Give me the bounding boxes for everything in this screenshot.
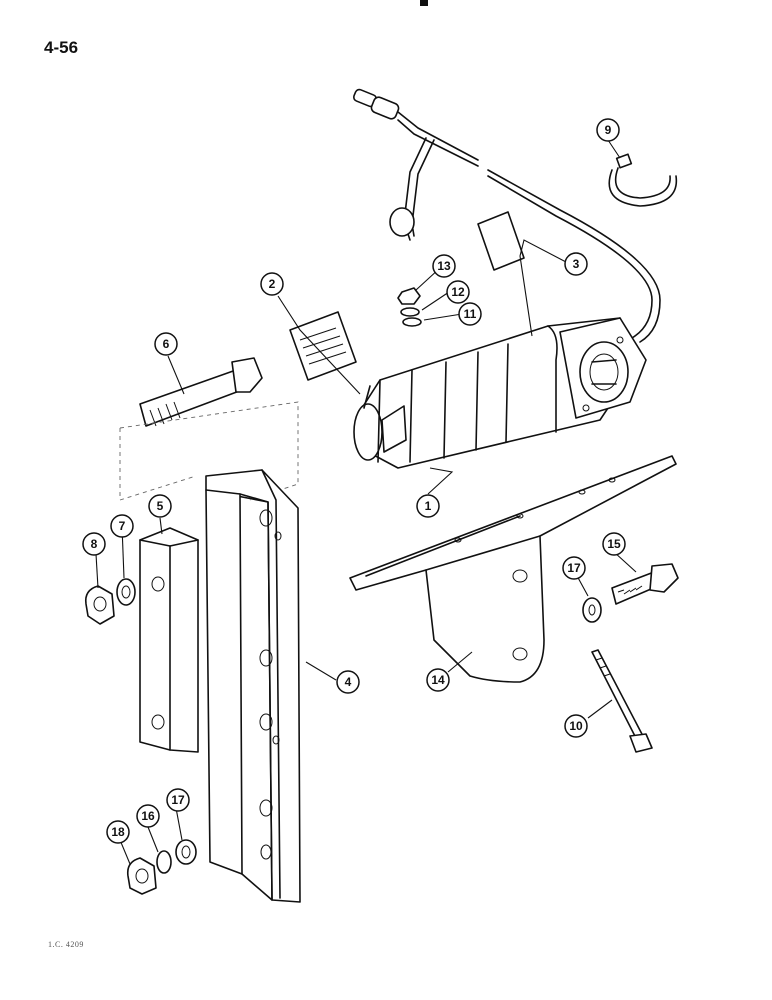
callout-17-right: 17 <box>562 556 586 580</box>
channel-bracket <box>205 469 301 903</box>
callout-10: 10 <box>564 714 588 738</box>
spacer-block <box>139 527 199 753</box>
svg-text:2: 2 <box>269 277 276 291</box>
callout-2: 2 <box>260 272 284 296</box>
svg-text:13: 13 <box>437 259 451 273</box>
callout-7: 7 <box>110 514 134 538</box>
callout-8: 8 <box>82 532 106 556</box>
svg-text:7: 7 <box>119 519 126 533</box>
drawing-reference: 1.C. 4209 <box>48 940 84 949</box>
svg-text:18: 18 <box>111 825 125 839</box>
svg-text:16: 16 <box>141 809 155 823</box>
control-module <box>353 317 647 469</box>
callout-18: 18 <box>106 820 130 844</box>
washer-12 <box>400 307 420 317</box>
cable-connector <box>352 88 661 343</box>
decal-3 <box>477 211 525 271</box>
svg-text:17: 17 <box>171 793 185 807</box>
callout-4: 4 <box>336 670 360 694</box>
svg-text:11: 11 <box>464 307 477 321</box>
bolt-15 <box>611 563 679 605</box>
cable-clip-bracket <box>389 137 435 241</box>
svg-text:12: 12 <box>451 285 465 299</box>
svg-text:5: 5 <box>157 499 164 513</box>
nut-13 <box>397 287 421 305</box>
washer-11 <box>402 317 422 327</box>
dashed-guide <box>119 428 197 501</box>
svg-text:6: 6 <box>163 337 170 351</box>
callout-14: 14 <box>426 668 450 692</box>
washer-17-left <box>175 839 197 865</box>
callout-16: 16 <box>136 804 160 828</box>
page-number: 4-56 <box>44 38 79 57</box>
nut-8 <box>84 585 115 625</box>
callout-15: 15 <box>602 532 626 556</box>
washer-17-right <box>582 597 602 623</box>
callout-12: 12 <box>446 280 470 304</box>
svg-text:14: 14 <box>431 673 445 687</box>
svg-text:17: 17 <box>567 561 581 575</box>
mounting-bracket <box>349 455 677 683</box>
svg-text:10: 10 <box>569 719 583 733</box>
svg-text:4: 4 <box>345 675 352 689</box>
bolt-10 <box>591 649 653 753</box>
callout-5: 5 <box>148 494 172 518</box>
svg-text:3: 3 <box>573 257 580 271</box>
callout-9: 9 <box>596 118 620 142</box>
callout-3: 3 <box>564 252 588 276</box>
washer-7 <box>116 578 136 606</box>
bolt-6 <box>139 357 263 427</box>
svg-text:1: 1 <box>425 499 432 513</box>
cable-clamp <box>608 153 678 207</box>
nut-18 <box>126 857 157 895</box>
decal-2 <box>289 311 357 381</box>
svg-text:9: 9 <box>605 123 612 137</box>
callout-17-left: 17 <box>166 788 190 812</box>
washer-16 <box>156 850 172 874</box>
callout-13: 13 <box>432 254 456 278</box>
callout-1: 1 <box>416 494 440 518</box>
svg-text:15: 15 <box>607 537 621 551</box>
top-edge-mark <box>420 0 428 6</box>
svg-text:8: 8 <box>91 537 98 551</box>
callout-11: 11 <box>458 302 482 326</box>
callout-6: 6 <box>154 332 178 356</box>
